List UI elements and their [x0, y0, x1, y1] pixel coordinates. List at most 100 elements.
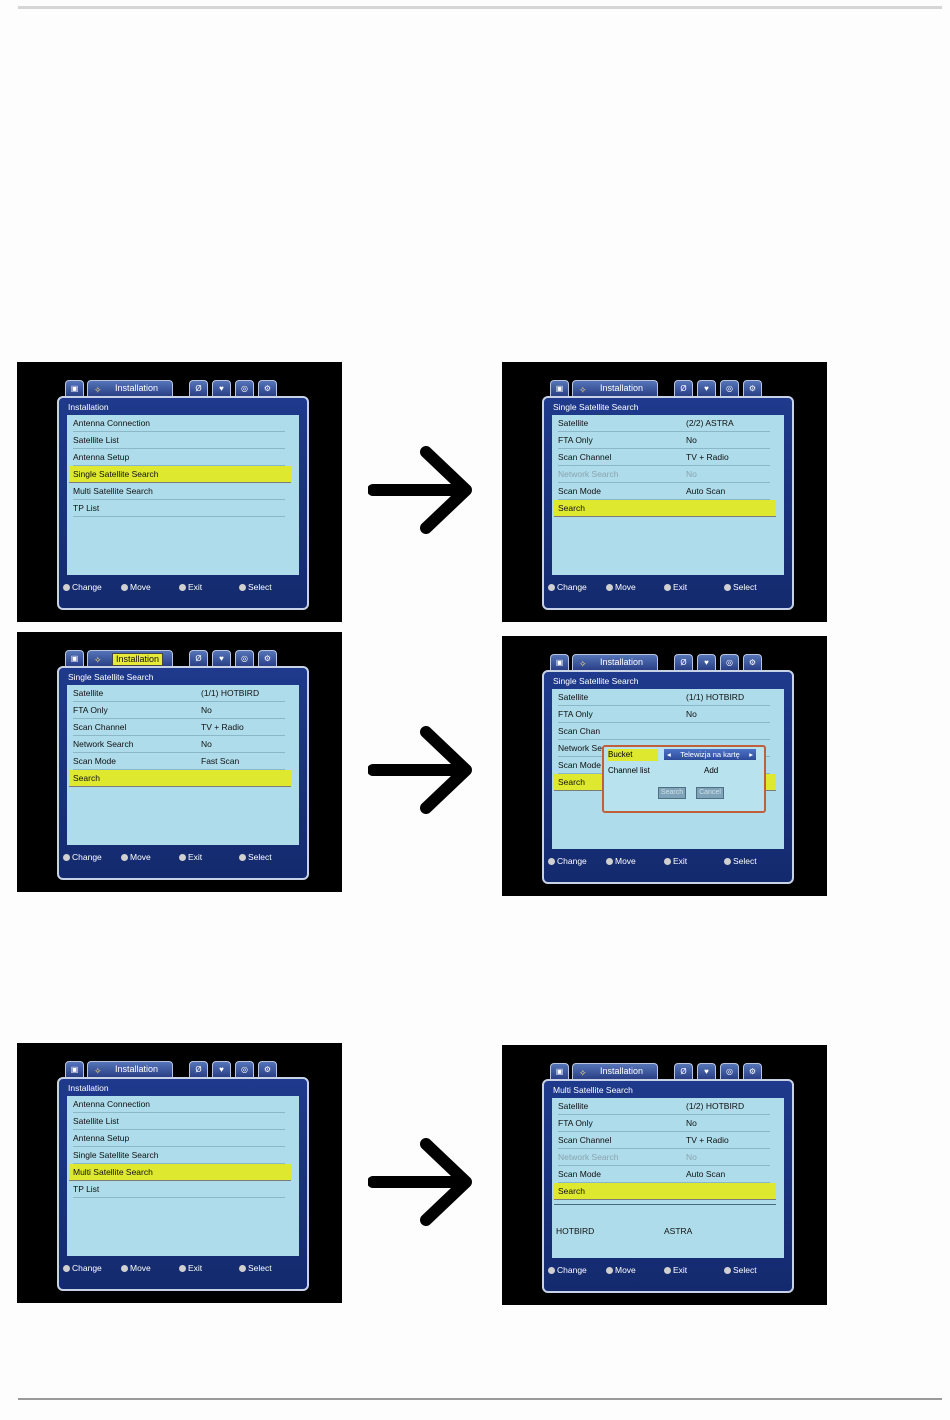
exit-key-icon: [179, 1265, 186, 1273]
tab-bar: ▣ ✧Installation Ø ♥ ◎ ⚙: [550, 654, 800, 670]
heart-icon: ♥: [704, 384, 709, 393]
tab-tools[interactable]: ⚙: [258, 1061, 277, 1077]
tab-tools[interactable]: ⚙: [258, 650, 277, 666]
menu-item-tp-list[interactable]: TP List: [73, 500, 285, 517]
media-tab[interactable]: ▣: [65, 650, 84, 666]
setting-scan-channel[interactable]: Scan Chan: [558, 723, 770, 740]
search-button[interactable]: Search: [554, 500, 776, 517]
tab-bar: ▣ ✧Installation Ø ♥ ◎ ⚙: [65, 650, 315, 666]
menu-item-multi-satellite-search[interactable]: Multi Satellite Search: [73, 483, 285, 500]
menu-item-single-satellite-search[interactable]: Single Satellite Search: [69, 466, 291, 483]
media-tab[interactable]: ▣: [65, 380, 84, 396]
search-button[interactable]: Search: [69, 770, 291, 787]
media-tab[interactable]: ▣: [550, 1063, 569, 1079]
satellite-icon: ✧: [579, 1068, 587, 1078]
tab-favorites[interactable]: ♥: [697, 1063, 716, 1079]
tab-media[interactable]: ◎: [720, 380, 739, 396]
menu-list: Antenna Connection Satellite List Antenn…: [67, 415, 299, 575]
media-icon: ▣: [555, 1067, 564, 1076]
menu-item-antenna-setup[interactable]: Antenna Setup: [73, 449, 285, 466]
dialog-search-button[interactable]: Search: [658, 787, 686, 799]
tab-favorites[interactable]: ♥: [697, 654, 716, 670]
tab-tools[interactable]: ⚙: [743, 380, 762, 396]
tab-system[interactable]: Ø: [189, 650, 208, 666]
menu-frame: Installation Antenna Connection Satellit…: [57, 1077, 309, 1291]
tab-media[interactable]: ◎: [720, 654, 739, 670]
tab-system[interactable]: Ø: [674, 1063, 693, 1079]
screen-installation-menu-2: ▣ ✧Installation Ø ♥ ◎ ⚙ Installation Ant…: [17, 1043, 342, 1303]
tab-system[interactable]: Ø: [674, 380, 693, 396]
setting-satellite[interactable]: Satellite(1/1) HOTBIRD: [73, 685, 285, 702]
disc-icon: ◎: [726, 1067, 733, 1076]
menu-item-multi-satellite-search[interactable]: Multi Satellite Search: [69, 1164, 291, 1181]
tab-favorites[interactable]: ♥: [212, 650, 231, 666]
menu-item-antenna-connection[interactable]: Antenna Connection: [73, 415, 285, 432]
bucket-selector[interactable]: ◂ Telewizja na kartę ▸: [664, 749, 756, 760]
tab-media[interactable]: ◎: [235, 380, 254, 396]
satellite-icon: ✧: [94, 1066, 102, 1076]
menu-item-satellite-list[interactable]: Satellite List: [73, 1113, 285, 1130]
left-right-key-icon: [63, 1265, 70, 1273]
tab-media[interactable]: ◎: [720, 1063, 739, 1079]
menu-item-antenna-setup[interactable]: Antenna Setup: [73, 1130, 285, 1147]
tab-bar: ▣ ✧Installation Ø ♥ ◎ ⚙: [550, 1063, 800, 1079]
tab-tools[interactable]: ⚙: [743, 654, 762, 670]
tab-favorites[interactable]: ♥: [697, 380, 716, 396]
up-down-key-icon: [606, 1267, 613, 1275]
bucket-dialog: Bucket ◂ Telewizja na kartę ▸ Channel li…: [602, 745, 766, 813]
tab-installation[interactable]: ✧Installation: [87, 380, 173, 396]
menu-item-single-satellite-search[interactable]: Single Satellite Search: [73, 1147, 285, 1164]
heart-icon: ♥: [704, 1067, 709, 1076]
media-tab[interactable]: ▣: [65, 1061, 84, 1077]
dialog-cancel-button[interactable]: Cancel: [696, 787, 724, 799]
heart-icon: ♥: [219, 384, 224, 393]
channel-list-value[interactable]: Add: [704, 766, 719, 775]
menu-item-satellite-list[interactable]: Satellite List: [73, 432, 285, 449]
tab-system[interactable]: Ø: [674, 654, 693, 670]
menu-item-antenna-connection[interactable]: Antenna Connection: [73, 1096, 285, 1113]
setting-satellite[interactable]: Satellite(1/2) HOTBIRD: [558, 1098, 770, 1115]
tab-tools[interactable]: ⚙: [743, 1063, 762, 1079]
tab-installation[interactable]: ✧Installation: [572, 654, 658, 670]
setting-satellite[interactable]: Satellite(2/2) ASTRA: [558, 415, 770, 432]
tab-installation[interactable]: ✧Installation: [87, 650, 173, 666]
ok-key-icon: [724, 584, 731, 592]
media-tab[interactable]: ▣: [550, 654, 569, 670]
tab-installation[interactable]: ✧Installation: [87, 1061, 173, 1077]
tab-system[interactable]: Ø: [189, 1061, 208, 1077]
exit-key-icon: [179, 854, 186, 862]
tab-installation[interactable]: ✧Installation: [572, 1063, 658, 1079]
tab-media[interactable]: ◎: [235, 1061, 254, 1077]
media-tab[interactable]: ▣: [550, 380, 569, 396]
setting-satellite[interactable]: Satellite(1/1) HOTBIRD: [558, 689, 770, 706]
tab-installation[interactable]: ✧Installation: [572, 380, 658, 396]
tab-media[interactable]: ◎: [235, 650, 254, 666]
menu-item-tp-list[interactable]: TP List: [73, 1181, 285, 1198]
screen-single-satellite-search-astra: ▣ ✧Installation Ø ♥ ◎ ⚙ Single Satellite…: [502, 362, 827, 622]
screen-multi-satellite-search: ▣ ✧Installation Ø ♥ ◎ ⚙ Multi Satellite …: [502, 1045, 827, 1305]
tab-favorites[interactable]: ♥: [212, 1061, 231, 1077]
heart-icon: ♥: [219, 1065, 224, 1074]
media-icon: ▣: [555, 658, 564, 667]
menu-frame: Single Satellite Search Satellite(1/1) H…: [57, 666, 309, 880]
left-right-key-icon: [548, 584, 555, 592]
tab-tools[interactable]: ⚙: [258, 380, 277, 396]
menu-title: Multi Satellite Search: [553, 1085, 633, 1095]
gear-icon: ⚙: [263, 1065, 272, 1074]
search-button[interactable]: Search: [554, 1183, 776, 1200]
tab-system[interactable]: Ø: [189, 380, 208, 396]
tab-favorites[interactable]: ♥: [212, 380, 231, 396]
